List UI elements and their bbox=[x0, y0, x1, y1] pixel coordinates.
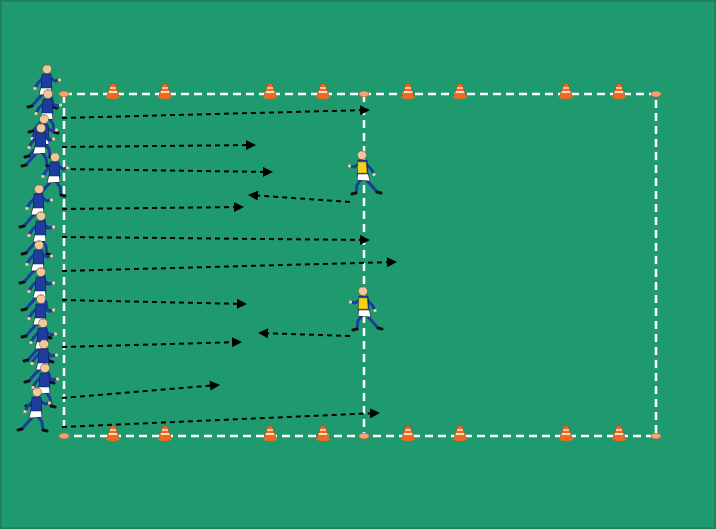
flat-disc-marker-icon bbox=[359, 433, 369, 439]
flat-disc-marker-icon bbox=[651, 91, 661, 97]
flat-disc-marker-icon bbox=[59, 91, 69, 97]
flat-disc-marker-icon bbox=[651, 433, 661, 439]
flat-disc-marker-icon bbox=[359, 91, 369, 97]
flat-disc-marker-icon bbox=[59, 433, 69, 439]
